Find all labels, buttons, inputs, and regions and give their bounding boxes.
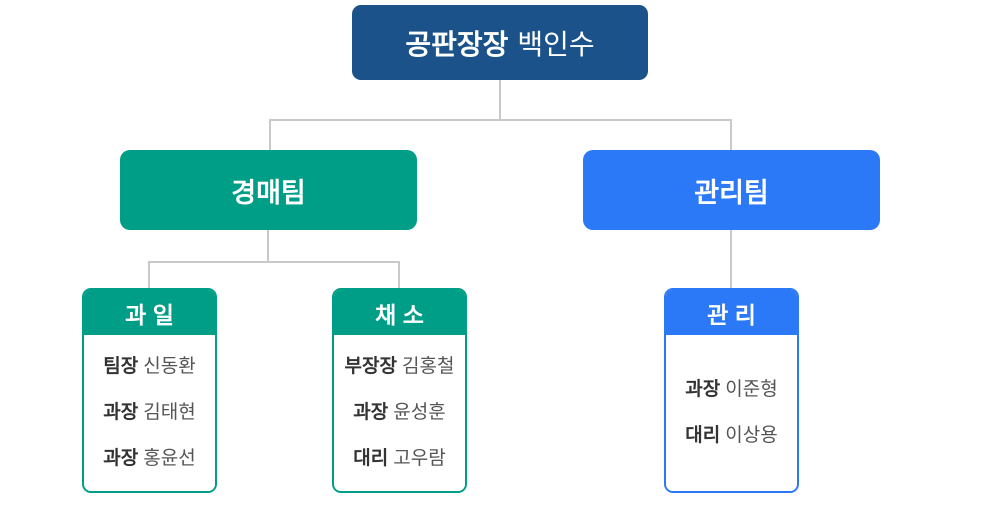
- root-name: 백인수: [517, 28, 595, 60]
- member-title: 부장장: [344, 356, 397, 377]
- connector-management-down: [730, 230, 732, 288]
- member-name: 이상용: [725, 425, 778, 446]
- connector-management-drop: [730, 119, 732, 150]
- member-title: 과장: [685, 379, 721, 400]
- member-name: 고우람: [393, 448, 446, 469]
- root-title: 공판장장: [405, 28, 509, 60]
- group-management-header: 관 리: [666, 290, 797, 335]
- member-name: 이준형: [725, 379, 778, 400]
- connector-level2-horizontal: [148, 261, 400, 263]
- connector-auction-down: [267, 230, 269, 263]
- root-box: 공판장장 백인수: [352, 5, 648, 80]
- connector-auction-drop: [269, 119, 271, 150]
- member-name: 김홍철: [402, 356, 455, 377]
- team-management-label: 관리팀: [694, 177, 769, 208]
- member-name: 신동환: [143, 356, 196, 377]
- member-title: 과장: [353, 402, 389, 423]
- member-title: 대리: [685, 425, 721, 446]
- member-title: 과장: [103, 402, 139, 423]
- team-box-management: 관리팀: [583, 150, 880, 230]
- group-vegetable-header: 채 소: [334, 290, 465, 335]
- connector-root-drop: [499, 80, 501, 121]
- team-box-auction: 경매팀: [120, 150, 417, 230]
- connector-vegetable-drop: [398, 261, 400, 288]
- member-name: 홍윤선: [143, 448, 196, 469]
- connector-level1-horizontal: [269, 119, 732, 121]
- member-title: 대리: [353, 448, 389, 469]
- team-auction-label: 경매팀: [231, 177, 306, 208]
- member-name: 김태현: [143, 402, 196, 423]
- member-title: 과장: [103, 448, 139, 469]
- group-fruit-header: 과 일: [84, 290, 215, 335]
- member-title: 팀장: [103, 356, 139, 377]
- connector-fruit-drop: [148, 261, 150, 288]
- member-name: 윤성훈: [393, 402, 446, 423]
